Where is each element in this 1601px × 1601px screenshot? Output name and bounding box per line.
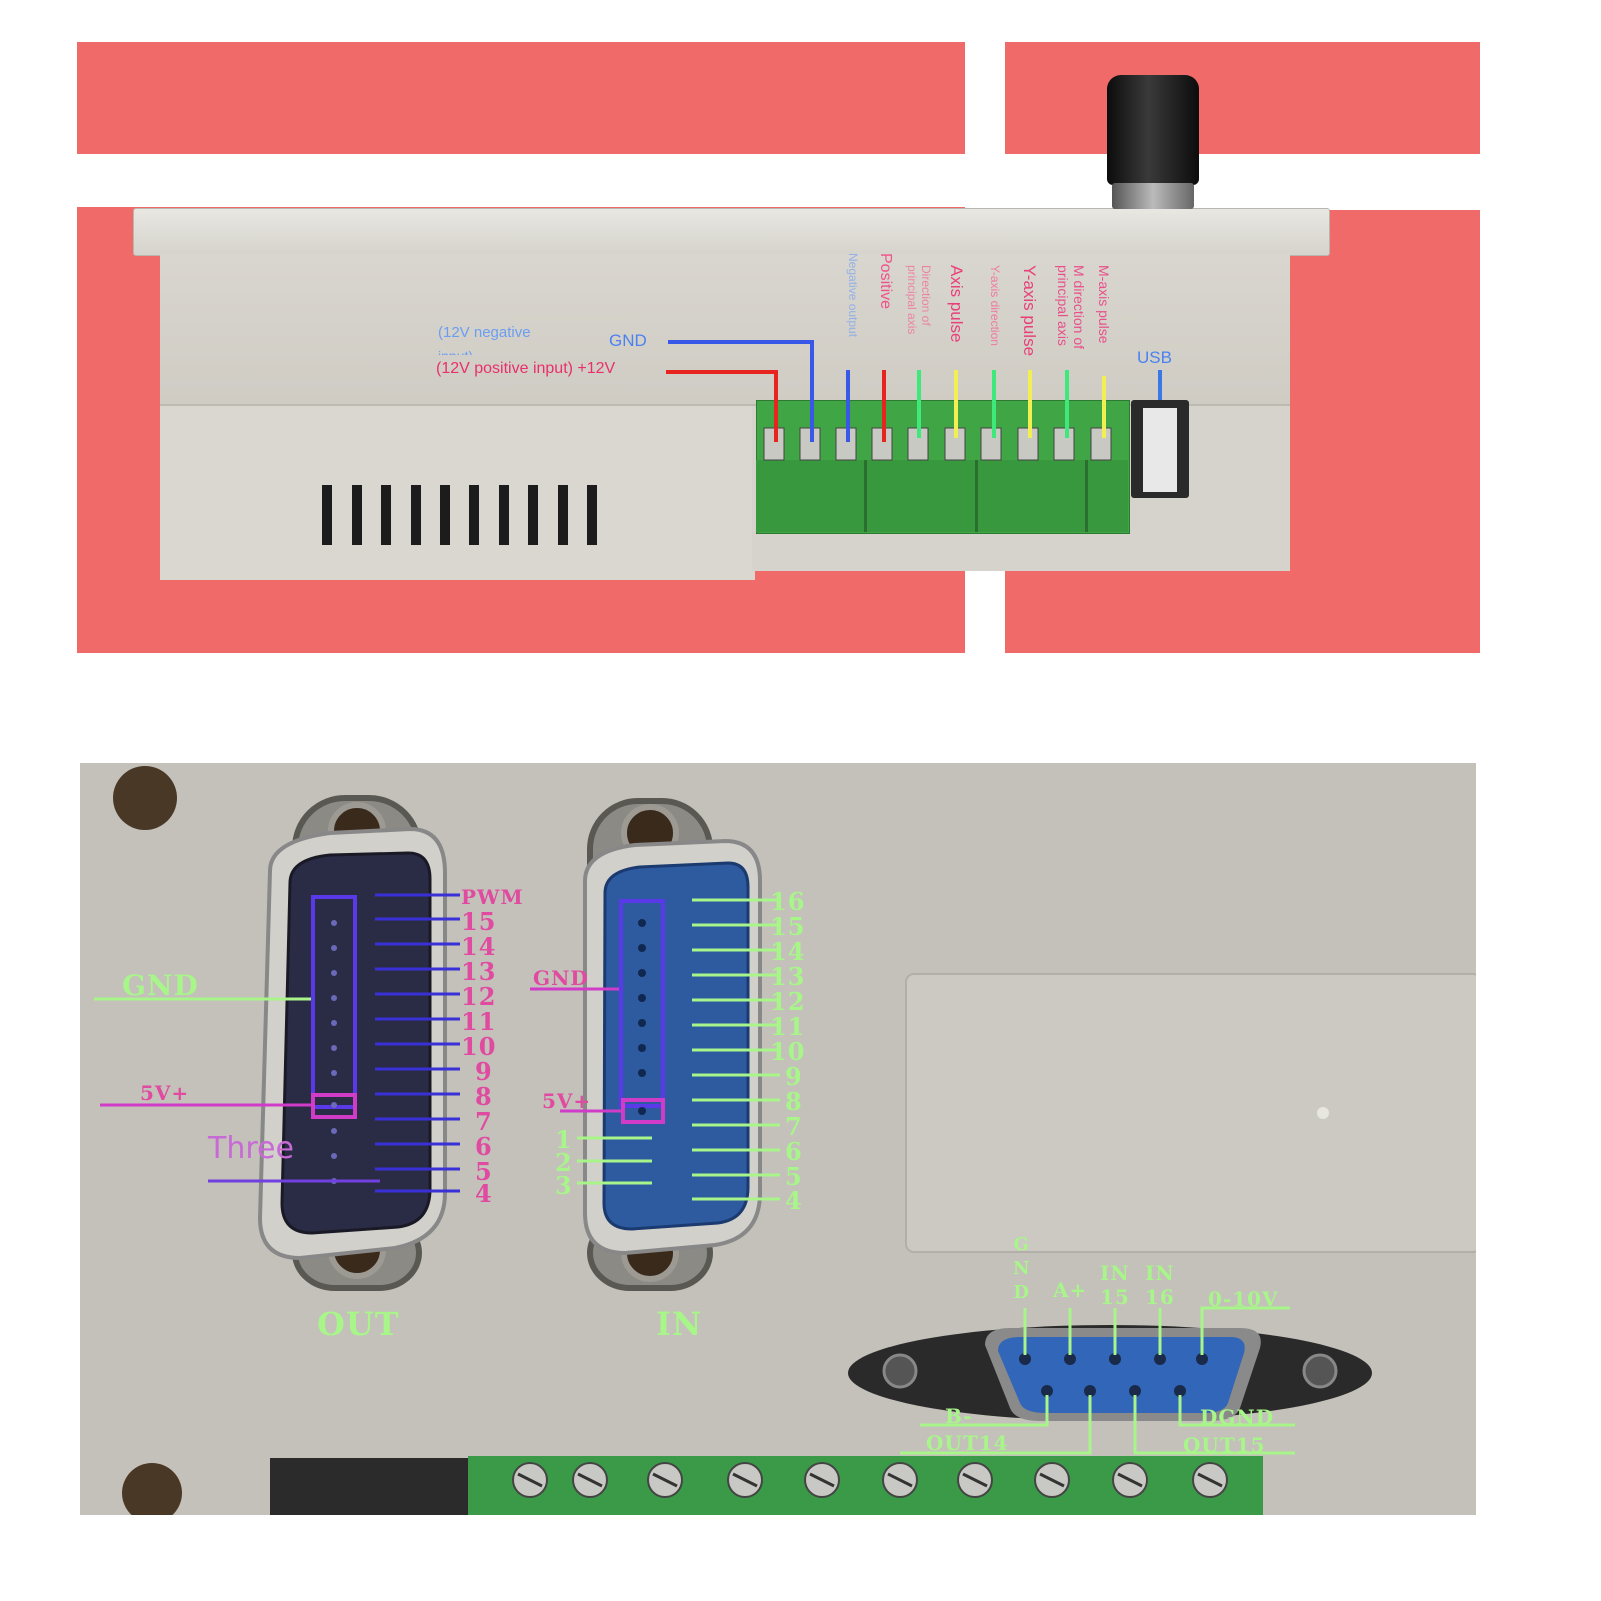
highlight-bar-top-left xyxy=(77,42,965,154)
out-pin-label: 6 xyxy=(475,1132,493,1161)
vent-slot xyxy=(322,485,332,545)
vent-slot xyxy=(499,485,509,545)
out-5v-box xyxy=(311,1093,357,1119)
db9-label-in16: IN 16 xyxy=(1145,1261,1175,1309)
gnd-label: GND xyxy=(609,331,647,350)
db9-label-0-10v: 0-10V xyxy=(1208,1287,1279,1311)
out-pin-label: 8 xyxy=(475,1082,493,1111)
db9-annotations xyxy=(900,1306,1295,1455)
in-pin-label: 5 xyxy=(785,1162,803,1191)
terminal-divider xyxy=(864,460,867,532)
in-pin-label: 12 xyxy=(770,987,806,1016)
vent-slot xyxy=(558,485,568,545)
terminal-label-y-direction: Y-axis direction xyxy=(988,265,1002,346)
knob-nut xyxy=(1112,183,1194,209)
vent-slot xyxy=(528,485,538,545)
power-negative-label-cut: input) xyxy=(438,348,473,355)
db9-label-in15: IN 15 xyxy=(1100,1261,1130,1309)
in-left-pin-label: 3 xyxy=(555,1171,573,1200)
out-gnd-label: GND xyxy=(122,969,199,1002)
db9-label-out15: OUT15 xyxy=(1183,1433,1266,1457)
in-pin-label: 15 xyxy=(770,912,806,941)
positive-12v-wire xyxy=(666,370,778,442)
recessed-panel xyxy=(905,973,1476,1253)
in-pin-label: 8 xyxy=(785,1087,803,1116)
usb-port-inner xyxy=(1143,408,1177,492)
vent-slot xyxy=(411,485,421,545)
device-upper-body xyxy=(160,254,1290,406)
out-pin-label: 11 xyxy=(461,1007,497,1036)
db9-label-b-minus: B- xyxy=(945,1404,973,1428)
in-pin-label: 10 xyxy=(770,1037,806,1066)
vent-slot xyxy=(381,485,391,545)
out-pin-label: 9 xyxy=(475,1057,493,1086)
in-pin-label: 11 xyxy=(770,1012,806,1041)
in-db25-connector xyxy=(583,798,762,1291)
device-lower-left xyxy=(160,404,755,580)
in-connector-title: IN xyxy=(656,1305,703,1343)
in-left-pin-label: 2 xyxy=(555,1148,573,1177)
in-gnd-group-box xyxy=(619,899,665,1108)
terminal-label-negative-output: Negative output xyxy=(846,253,860,338)
in-pin-label: 6 xyxy=(785,1137,803,1166)
out-pin-label: 15 xyxy=(461,907,497,936)
panel-dot xyxy=(1317,1107,1329,1119)
vent-slot xyxy=(440,485,450,545)
mount-hole xyxy=(122,1463,182,1515)
in-pin-label: 7 xyxy=(785,1112,803,1141)
db9-label-gnd: G N D xyxy=(1013,1234,1031,1303)
out-pin-label: 7 xyxy=(475,1107,493,1136)
in-pin-label: 4 xyxy=(785,1186,803,1215)
terminal-divider xyxy=(975,460,978,532)
terminal-label-positive: Positive xyxy=(877,253,894,310)
highlight-bar-top-right xyxy=(1005,42,1480,154)
in-5v-label: 5V+ xyxy=(542,1089,592,1113)
terminal-screws xyxy=(763,427,1112,461)
in-left-pin-label: 1 xyxy=(555,1125,573,1154)
db9-label-a-plus: A+ xyxy=(1053,1278,1088,1302)
out-pin-label: 13 xyxy=(461,957,497,986)
in-pin-label: 13 xyxy=(770,962,806,991)
terminal-label-m-direction: M direction of principal axis xyxy=(1055,265,1087,350)
in-pin-label: 9 xyxy=(785,1062,803,1091)
terminal-label-principal-direction: Direction of principal axis xyxy=(905,265,933,335)
out-connector-title: OUT xyxy=(317,1305,400,1343)
out-pin-label: 5 xyxy=(475,1157,493,1186)
knob-icon[interactable] xyxy=(1107,75,1199,185)
device-lid xyxy=(133,208,1330,256)
gnd-wire xyxy=(668,340,814,442)
terminal-wiring xyxy=(666,340,1162,461)
in-5v-box xyxy=(621,1098,665,1124)
terminal-block-lower xyxy=(756,460,1128,532)
db9-label-out14: OUT14 xyxy=(926,1431,1009,1455)
out-pin-label: 10 xyxy=(461,1032,497,1061)
out-pin-label: PWM xyxy=(461,885,524,909)
out-pin-label: 12 xyxy=(461,982,497,1011)
in-pin-label: 16 xyxy=(770,887,806,916)
power-positive-label: (12V positive input) +12V xyxy=(436,360,616,377)
db9-connector xyxy=(848,1325,1372,1421)
bottom-panel: PWM 15 14 13 12 11 10 9 8 7 6 5 4 GND 5V… xyxy=(80,763,1476,1515)
out-pin-label: 14 xyxy=(461,932,497,961)
out-pin-label: 4 xyxy=(475,1179,493,1208)
power-negative-label: (12V negative xyxy=(438,324,531,341)
out-annotations xyxy=(94,893,460,1193)
in-annotations xyxy=(530,898,780,1201)
vent-slot xyxy=(352,485,362,545)
out-5v-label: 5V+ xyxy=(140,1081,190,1105)
mount-hole xyxy=(113,766,177,830)
terminal-label-y-pulse: Y-axis pulse xyxy=(1020,265,1039,357)
vent-slot xyxy=(469,485,479,545)
terminal-divider xyxy=(1085,460,1088,532)
in-gnd-label: GND xyxy=(533,966,589,990)
terminal-label-axis-pulse: Axis pulse xyxy=(947,265,966,343)
db9-label-dgnd: DGND xyxy=(1200,1405,1275,1429)
terminal-label-m-pulse: M-axis pulse xyxy=(1096,265,1112,344)
out-three-label: Three xyxy=(208,1131,294,1166)
bottom-panel-graphics xyxy=(94,766,1476,1515)
usb-label: USB xyxy=(1137,348,1172,367)
vent-slot xyxy=(587,485,597,545)
bottom-terminal-strip xyxy=(270,1456,1263,1515)
in-pin-label: 14 xyxy=(770,937,806,966)
